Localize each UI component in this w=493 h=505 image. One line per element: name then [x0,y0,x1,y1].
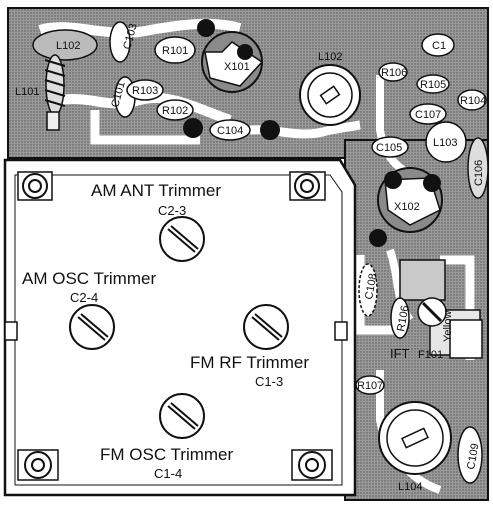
label-r105: R105 [420,79,446,91]
fm-osc-trimmer-label: FM OSC Trimmer [100,445,233,464]
l102-top-outline [32,29,98,61]
c108-outline [358,263,378,317]
label-r103: R103 [132,85,158,97]
screw-top-right [289,171,326,201]
label-c107: C107 [415,109,441,121]
screw-bottom-left [17,449,59,481]
trimmer-panel [3,158,357,497]
label-c1: C1 [432,40,446,52]
label-r106-lower: R106 [395,305,411,333]
fm-osc-trimmer-ref: C1-4 [154,466,182,481]
label-x101: X101 [224,61,250,73]
label-l101: L101 [15,86,39,98]
label-ift: IFT [390,346,410,361]
c106-outline [467,137,489,199]
am-ant-trimmer-screw[interactable] [159,216,205,262]
label-l102-top: L102 [56,40,80,52]
c109-outline [457,426,483,484]
am-osc-trimmer-label: AM OSC Trimmer [22,269,156,288]
am-ant-trimmer-ref: C2-3 [158,203,186,218]
label-c105: C105 [376,142,402,154]
c103-outline [109,21,131,63]
label-r104: R104 [460,95,486,107]
label-yellow: Yellow [442,311,454,342]
label-c106: C106 [473,160,485,186]
am-osc-trimmer-screw[interactable] [69,304,115,350]
fm-rf-trimmer-screw[interactable] [243,304,289,350]
label-c108: C108 [363,273,379,301]
label-c104: C104 [217,125,243,137]
label-x102: X102 [394,201,420,213]
fm-rf-trimmer-label: FM RF Trimmer [190,353,309,372]
am-osc-trimmer-ref: C2-4 [70,290,98,305]
label-l104: L104 [398,481,422,493]
fm-osc-trimmer-screw[interactable] [159,393,205,439]
label-r102: R102 [162,105,188,117]
label-r107: R107 [357,380,383,392]
screw-top-left [17,171,53,201]
l103-coil [425,121,467,163]
label-l102: L102 [318,51,342,63]
label-r101: R101 [162,45,188,57]
label-r106: R106 [381,67,407,79]
label-c109: C109 [465,443,481,471]
fm-rf-trimmer-ref: C1-3 [255,374,283,389]
label-l103: L103 [433,137,457,149]
screw-bottom-right [291,449,333,481]
am-ant-trimmer-label: AM ANT Trimmer [91,181,221,200]
label-f101: F101 [418,349,443,361]
ift-yellow-box [449,319,483,359]
